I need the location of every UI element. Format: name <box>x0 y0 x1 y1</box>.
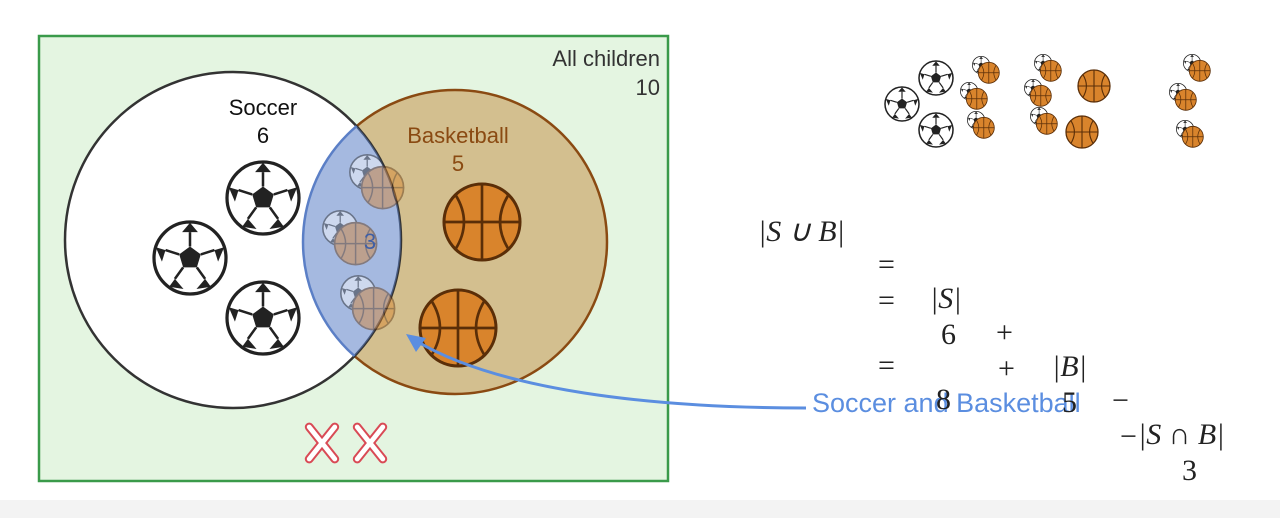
soccer-ball-icon <box>919 113 953 147</box>
basketball-icon <box>442 182 522 262</box>
soccer-basketball-icon <box>1169 83 1196 110</box>
soccer-basketball-icon <box>1183 54 1210 81</box>
soccer-basketball-icon <box>1034 54 1061 81</box>
soccer-basketball-icon <box>960 82 987 109</box>
basketball-icon <box>1065 115 1099 149</box>
soccer-basketball-icon <box>972 56 999 83</box>
formula-union: |S ∪ B| <box>758 215 845 248</box>
soccer-basketball-icon <box>967 111 994 138</box>
callout-arrowhead <box>406 334 426 352</box>
formula-equals: = <box>878 248 895 281</box>
basketball-icon <box>418 288 498 368</box>
soccer-ball-icon <box>227 282 299 354</box>
callout-label: Soccer and Basketball <box>812 388 1081 418</box>
formula-value-s: 6 <box>941 318 956 351</box>
formula-result: 8 <box>936 383 951 416</box>
soccer-count: 6 <box>256 123 270 148</box>
formula-row-2: = 6 + 5 − 3 <box>0 250 1197 488</box>
soccer-ball-icon <box>919 61 953 95</box>
formula-minus: − <box>1112 384 1129 417</box>
formula-plus: + <box>998 352 1015 385</box>
formula-s-term: |S| <box>930 282 962 315</box>
soccer-ball-icon <box>885 87 919 121</box>
formula-row-3: = 8 <box>0 315 951 417</box>
formula-b-term: |B| <box>1052 350 1087 383</box>
universe-title: All children <box>552 46 660 71</box>
children-illustration <box>885 54 1210 148</box>
formula-value-b: 5 <box>1062 386 1077 419</box>
formula-plus: + <box>996 316 1013 349</box>
soccer-basketball-icon <box>1030 107 1057 134</box>
basketball-count: 5 <box>451 151 465 176</box>
universe-count: 10 <box>635 75 660 100</box>
universe-label: All children 10 <box>500 44 660 102</box>
soccer-basketball-icon <box>1176 120 1203 147</box>
basketball-title: Basketball <box>407 123 509 148</box>
formula-intersection-term: |S ∩ B| <box>1138 418 1225 451</box>
basketball-icon <box>1077 69 1111 103</box>
bottom-strip <box>0 500 1280 518</box>
formula-equals: = <box>878 349 895 382</box>
formula-row-1: |S ∪ B| = |S| + |B| − |S ∩ B| <box>0 180 1224 452</box>
intersection-count: 3 <box>363 229 377 254</box>
soccer-title: Soccer <box>228 95 298 120</box>
soccer-ball-icon <box>227 162 299 234</box>
soccer-basketball-icon <box>1024 79 1051 106</box>
basketball-label: Basketball 5 <box>388 122 528 178</box>
formula-minus: − <box>1120 420 1137 453</box>
soccer-ball-icon <box>154 222 226 294</box>
formula-equals: = <box>878 284 895 317</box>
soccer-label: Soccer 6 <box>203 94 323 150</box>
formula-value-intersection: 3 <box>1182 454 1197 487</box>
callout-arrow <box>417 340 807 410</box>
